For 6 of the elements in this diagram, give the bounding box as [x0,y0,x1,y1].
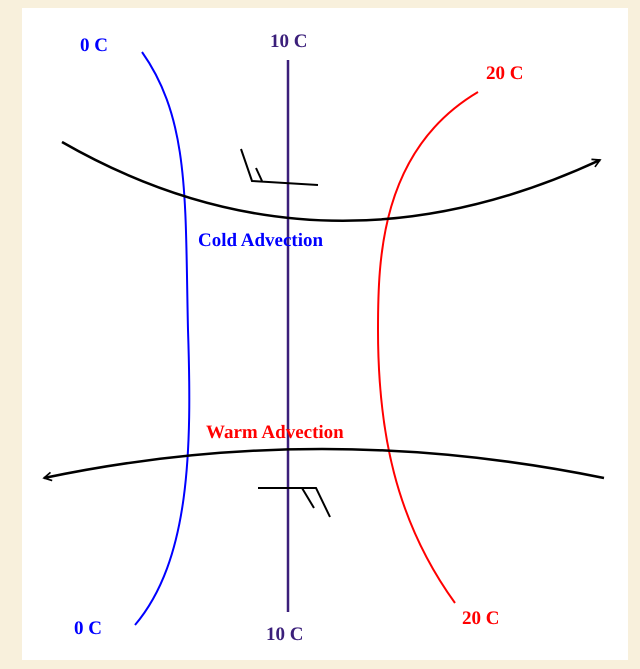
isotherm-label: 20 C [486,64,524,83]
isotherm-label: 0 C [74,619,102,638]
isotherm-label: 10 C [270,32,308,51]
isotherm-label: 10 C [266,625,304,644]
isotherm-label: 0 C [80,36,108,55]
isotherm-label: 20 C [462,609,500,628]
